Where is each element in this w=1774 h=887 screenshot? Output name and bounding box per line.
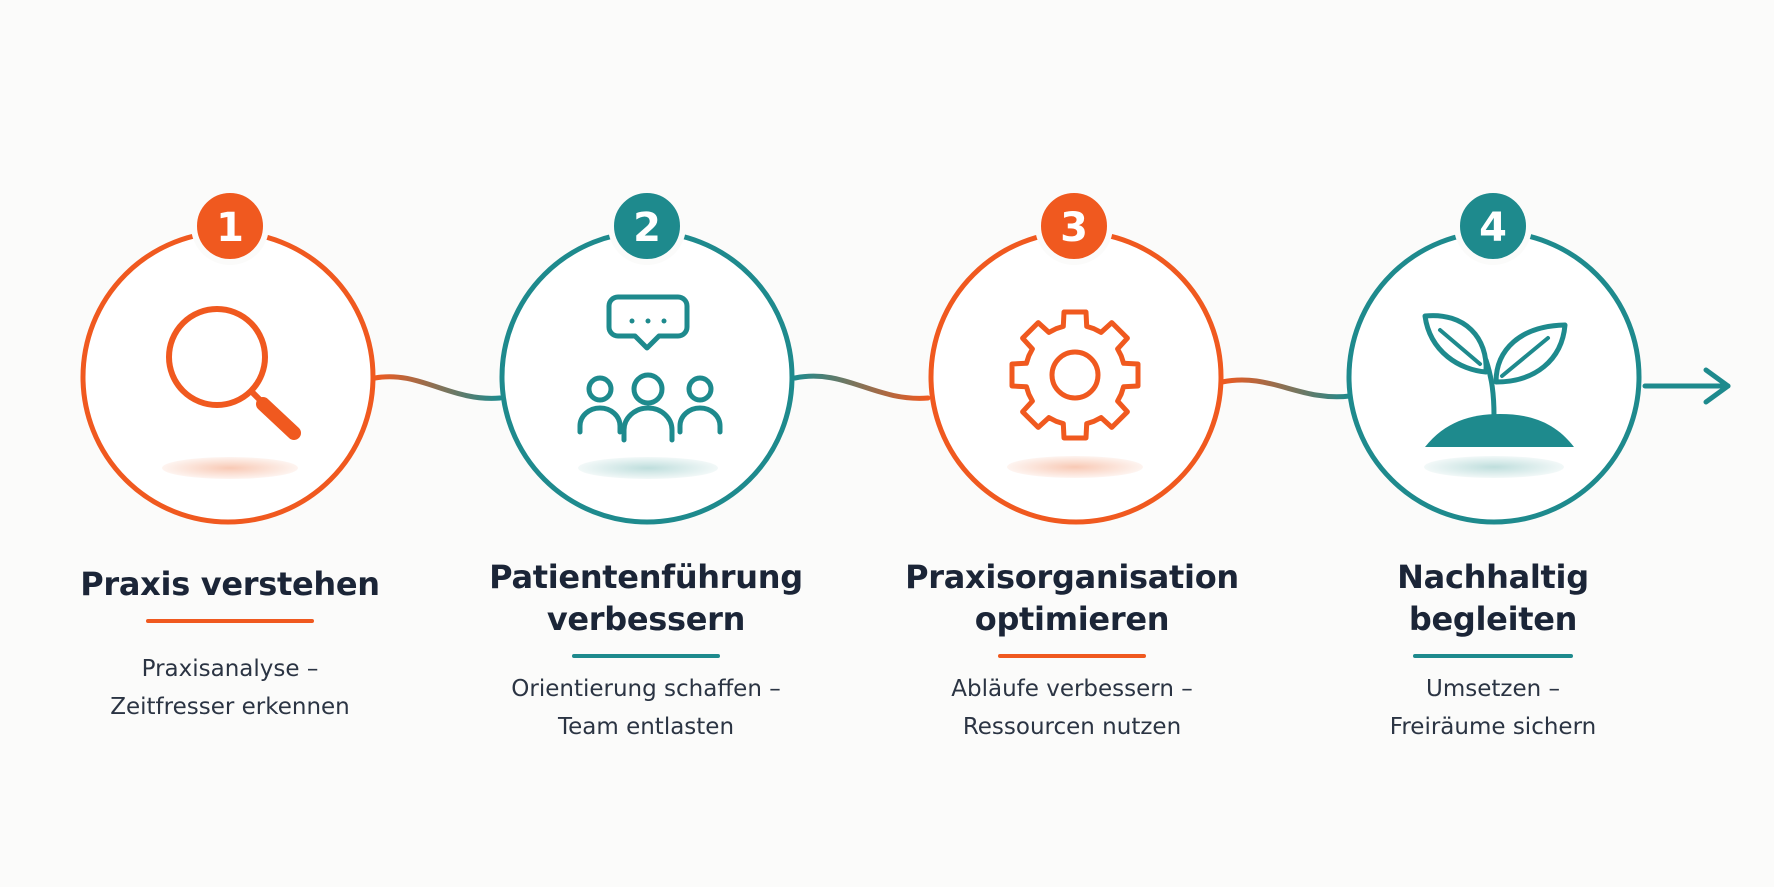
step-3: 3 xyxy=(928,187,1224,525)
step-4-shadow xyxy=(1424,456,1564,478)
step-3-title: Praxisorganisation optimieren xyxy=(905,558,1239,638)
step-3-circle xyxy=(928,229,1224,525)
step-4-text: Nachhaltig begleiten Umsetzen – Freiräum… xyxy=(1293,556,1693,746)
step-1-shadow xyxy=(162,457,298,479)
step-2-badge xyxy=(608,187,686,265)
step-1-title: Praxis verstehen xyxy=(80,565,380,603)
step-1: 1 xyxy=(80,187,376,525)
step-2-text: Patientenführung verbessern Orientierung… xyxy=(446,556,846,746)
step-3-badge xyxy=(1035,187,1113,265)
step-3-description: Abläufe verbessern – Ressourcen nutzen xyxy=(951,676,1193,740)
sprout-icon xyxy=(1422,313,1574,447)
step-2-number: 2 xyxy=(633,205,661,251)
step-2: 2 xyxy=(499,187,795,525)
gear-icon xyxy=(1009,309,1141,441)
step-1-text: Praxis verstehen Praxisanalyse – Zeitfre… xyxy=(30,563,430,726)
step-3-underline xyxy=(998,654,1146,658)
step-1-description: Praxisanalyse – Zeitfresser erkennen xyxy=(110,656,350,720)
step-3-text: Praxisorganisation optimieren Abläufe ve… xyxy=(872,556,1272,746)
team-chat-icon xyxy=(577,294,723,443)
step-4-title: Nachhaltig begleiten xyxy=(1397,558,1589,638)
step-3-shadow xyxy=(1007,456,1143,478)
connector-3-4 xyxy=(1219,377,1353,400)
step-2-description: Orientierung schaffen – Team entlasten xyxy=(511,676,781,740)
step-2-title: Patientenführung verbessern xyxy=(489,558,803,638)
step-3-number: 3 xyxy=(1060,205,1088,251)
step-4-number: 4 xyxy=(1479,205,1507,251)
step-4-description: Umsetzen – Freiräume sichern xyxy=(1389,676,1597,740)
step-2-underline xyxy=(572,654,720,658)
step-4-badge xyxy=(1454,187,1532,265)
connector-2-3 xyxy=(792,373,931,401)
magnifier-icon xyxy=(166,306,301,440)
step-4-underline xyxy=(1413,654,1573,658)
connector-1-2 xyxy=(372,374,503,401)
step-1-number: 1 xyxy=(216,205,244,251)
step-2-shadow xyxy=(578,457,718,479)
step-4: 4 xyxy=(1346,187,1642,525)
step-1-badge xyxy=(191,187,269,265)
step-1-underline xyxy=(146,619,314,623)
end-arrow xyxy=(1642,367,1731,405)
